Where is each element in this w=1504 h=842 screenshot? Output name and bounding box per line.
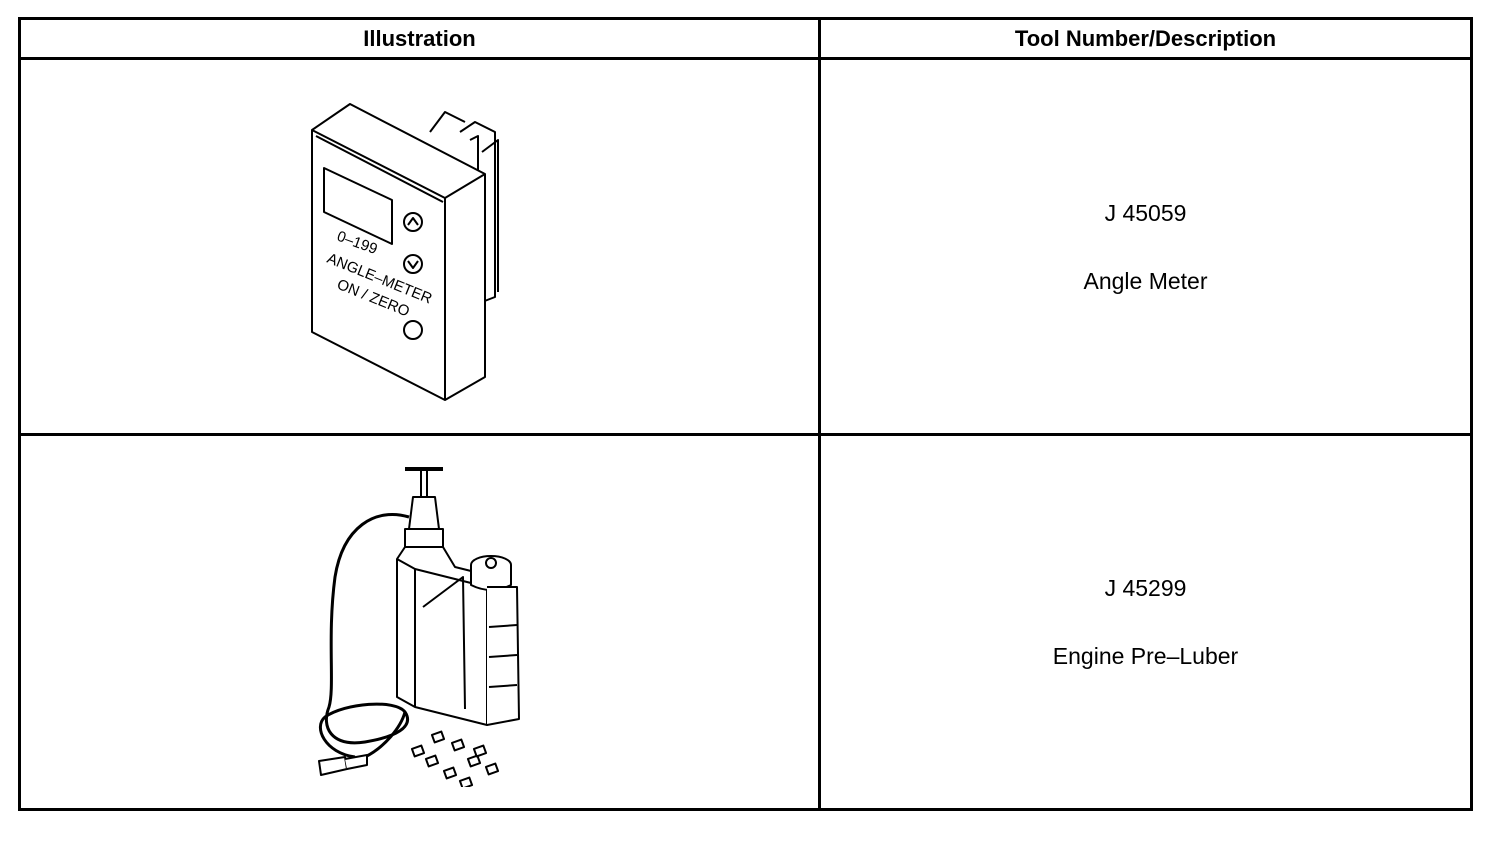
header-row: Illustration Tool Number/Description <box>18 16 1473 61</box>
tool-table: Illustration Tool Number/Description <box>18 16 1473 811</box>
illustration-cell: 0–199 ANGLE–METER ON / ZERO <box>18 57 821 437</box>
description-cell: J 45059 Angle Meter <box>818 57 1473 437</box>
illustration-cell <box>18 433 821 811</box>
tool-number: J 45299 <box>1104 575 1187 602</box>
table-row: 0–199 ANGLE–METER ON / ZERO J 45059 Angl… <box>18 57 1473 437</box>
tool-number: J 45059 <box>1104 199 1187 226</box>
table-row: J 45299 Engine Pre–Luber <box>18 433 1473 811</box>
tool-description: Angle Meter <box>1083 267 1208 294</box>
tool-header: Tool Number/Description <box>818 16 1473 61</box>
tool-description: Engine Pre–Luber <box>1052 643 1239 670</box>
illustration-header: Illustration <box>18 16 821 61</box>
engine-pre-luber-illustration <box>317 467 520 788</box>
description-cell: J 45299 Engine Pre–Luber <box>818 433 1473 811</box>
angle-meter-illustration: 0–199 ANGLE–METER ON / ZERO <box>310 102 499 401</box>
